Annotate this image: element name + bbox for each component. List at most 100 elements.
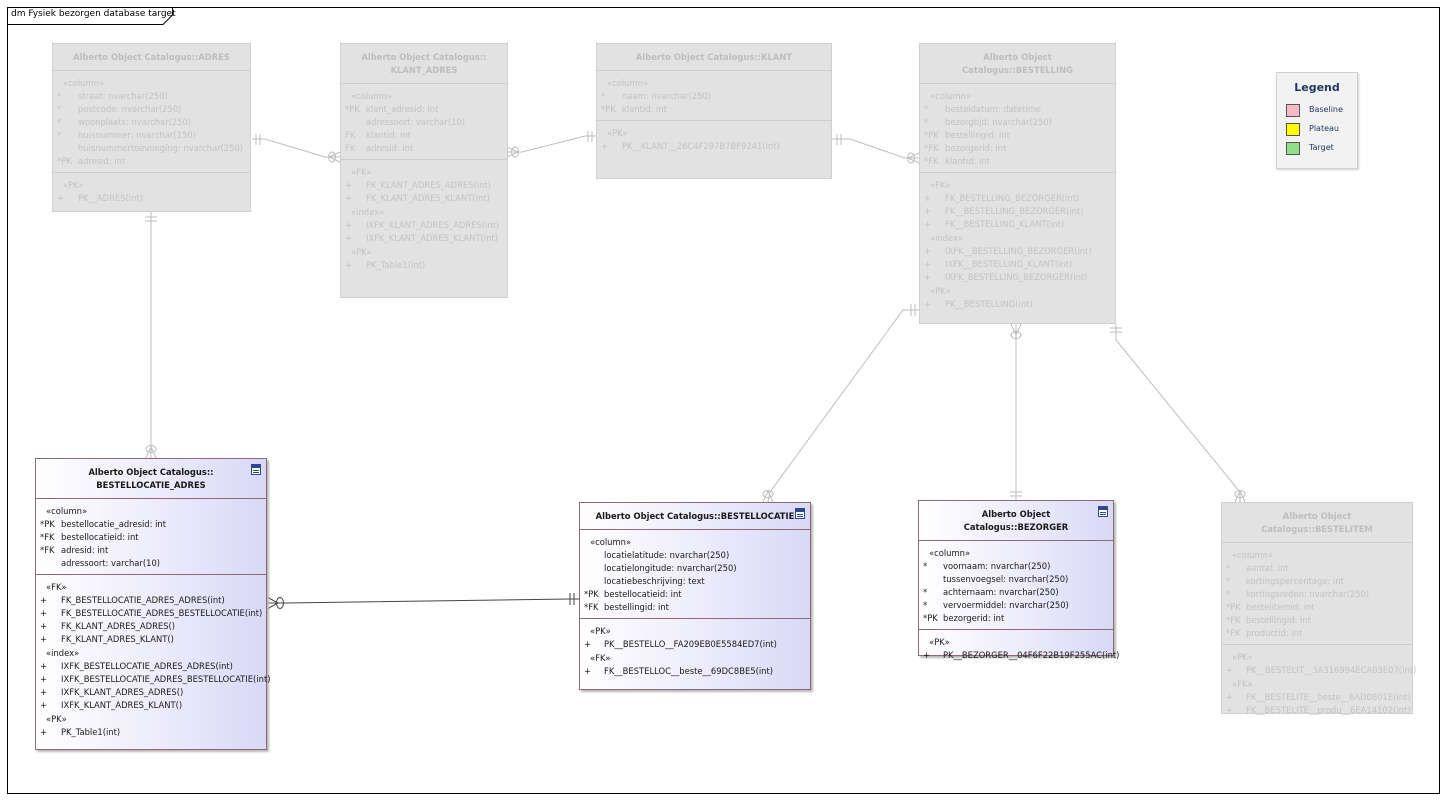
attribute-prefix: *FK	[40, 545, 55, 555]
connector-bestelling-bestelitem[interactable]	[1110, 324, 1246, 503]
attribute-prefix: *PK	[345, 104, 360, 114]
attribute-text: PK_Table1(int)	[61, 727, 121, 737]
attribute-prefix: +	[345, 193, 353, 203]
attribute-row: *postcode: nvarchar(250)	[53, 103, 250, 116]
attribute-text: bestellocatieid: int	[61, 532, 139, 542]
attribute-row: huisnummertoevoeging: nvarchar(250)	[53, 142, 250, 155]
attribute-row: +IXFK_BESTELLING_BEZORGER(int)	[920, 271, 1115, 284]
attribute-row: *besteldatum: datetime	[920, 103, 1115, 116]
attribute-text: klantid: int	[945, 156, 990, 166]
attribute-prefix: +	[40, 727, 48, 737]
attribute-prefix: *	[924, 104, 929, 114]
pk-fk-section: «PK» +PK__BESTELIT__3A316994ECA03E07(int…	[1222, 644, 1416, 721]
legend-swatch	[1286, 104, 1300, 117]
attribute-row: +PK__BESTELLO__FA209EB0E5584ED7(int)	[580, 638, 810, 651]
attribute-prefix: *PK	[584, 589, 599, 599]
attribute-text: bestellingid: int	[1246, 615, 1311, 625]
entity-adres[interactable]: Alberto Object Catalogus::ADRES «column»…	[52, 43, 251, 212]
attribute-row: *bezorgtijd: nvarchar(250)	[920, 116, 1115, 129]
entity-bestelling[interactable]: Alberto Object Catalogus::BESTELLING «co…	[919, 43, 1116, 324]
attribute-text: FK__BESTELLOC__beste__69DC8BE5(int)	[604, 666, 774, 676]
attribute-prefix: *PK	[924, 130, 939, 140]
attribute-row: +FK_KLANT_ADRES_ADRES()	[36, 620, 266, 633]
attribute-row: +IXFK__BESTELLING_BEZORGER(int)	[920, 245, 1115, 258]
columns-section: «column» *straat: nvarchar(250)*postcode…	[53, 71, 250, 172]
attribute-prefix: *	[924, 117, 929, 127]
attribute-prefix: *	[923, 600, 928, 610]
attribute-prefix: FK	[345, 130, 356, 140]
connector-bestellocatie-adres-bestellocatie[interactable]	[266, 593, 579, 610]
legend: Legend Baseline Plateau Target	[1276, 72, 1358, 169]
attribute-prefix: +	[345, 233, 353, 243]
attribute-row: *FK bestellingid: int	[1222, 614, 1412, 627]
attribute-prefix: +	[924, 299, 932, 309]
entity-bestellocatie[interactable]: Alberto Object Catalogus::BESTELLOCATIE …	[579, 502, 811, 690]
attribute-row: +IXFK_KLANT_ADRES_KLANT(int)	[341, 232, 507, 245]
attribute-text: adressoort: varchar(10)	[61, 558, 161, 568]
pk-stereotype: «PK»	[590, 626, 611, 636]
attribute-prefix: *PK	[40, 519, 55, 529]
attribute-row: FK klantid: int	[341, 129, 507, 142]
attribute-row: *voornaam: nvarchar(250)	[919, 560, 1113, 573]
pk-section: «PK» +PK__ADRES(int)	[53, 172, 250, 209]
attribute-text: productid: int	[1246, 628, 1303, 638]
attribute-text: FK__BESTELITE__produ__6EA14102(int)	[1246, 705, 1411, 715]
attribute-row: +FK__BESTELITE__produ__6EA14102(int)	[1222, 704, 1412, 717]
attribute-row: *kortingsreden: nvarchar(250)	[1222, 588, 1412, 601]
attribute-text: huisnummer: nvarchar(150)	[78, 130, 196, 140]
pk-section: «PK» +PK__KLANT__26C4F297B7BF9241(int)	[597, 120, 831, 157]
attribute-text: aantal: int	[1246, 563, 1289, 573]
attribute-prefix: +	[57, 193, 65, 203]
attribute-prefix: *FK	[1226, 615, 1241, 625]
attribute-prefix: *FK	[1226, 628, 1241, 638]
attribute-prefix: +	[923, 650, 931, 660]
attribute-text: IXFK__BESTELLING_BEZORGER(int)	[945, 246, 1092, 256]
connector-adres-klant-adres[interactable]	[252, 134, 341, 163]
attribute-row: + PK_Table1(int)	[36, 726, 266, 739]
entity-bestelitem[interactable]: Alberto Object Catalogus::BESTELITEM «co…	[1221, 502, 1416, 715]
attribute-text: adressoort: varchar(10)	[366, 117, 466, 127]
attribute-text: IXFK_BESTELLOCATIE_ADRES_ADRES(int)	[61, 661, 233, 671]
entity-klant-adres[interactable]: Alberto Object Catalogus:: KLANT_ADRES «…	[340, 43, 508, 298]
attribute-prefix: *	[1226, 589, 1231, 599]
entity-bezorger[interactable]: Alberto Object Catalogus::BEZORGER «colu…	[918, 500, 1119, 660]
connector-bestelling-bestellocatie[interactable]	[762, 304, 919, 503]
attribute-prefix: *FK	[40, 532, 55, 542]
connector-adres-bestellocatie-adres[interactable]	[145, 212, 157, 459]
connector-klant-bestelling[interactable]	[832, 134, 920, 164]
attribute-text: FK_BESTELLOCATIE_ADRES_ADRES(int)	[61, 595, 225, 605]
attribute-prefix: *FK	[924, 156, 939, 166]
index-stereotype: «index»	[46, 648, 80, 658]
attribute-row: tussenvoegsel: nvarchar(250)	[919, 573, 1113, 586]
attribute-text: achternaam: nvarchar(250)	[943, 587, 1059, 597]
attribute-text: voornaam: nvarchar(250)	[943, 561, 1051, 571]
attribute-text: klantid: int	[366, 130, 411, 140]
entity-bestellocatie-adres[interactable]: Alberto Object Catalogus:: BESTELLOCATIE…	[35, 458, 271, 750]
fk-stereotype: «FK»	[590, 653, 611, 663]
attribute-prefix: *PK	[601, 104, 616, 114]
attribute-text: IXFK_BESTELLING_BEZORGER(int)	[945, 272, 1088, 282]
attribute-text: IXFK__BESTELLING_KLANT(int)	[945, 259, 1073, 269]
entity-klant[interactable]: Alberto Object Catalogus::KLANT «column»…	[596, 43, 832, 179]
attribute-row: +FK__BESTELLING_BEZORGER(int)	[920, 205, 1115, 218]
attribute-prefix: +	[40, 608, 48, 618]
attribute-text: adresid: int	[78, 156, 126, 166]
entity-title: Alberto Object Catalogus::KLANT	[597, 44, 831, 71]
attribute-row: +PK_Table1(int)	[341, 259, 507, 272]
attribute-row: *FK bestellocatieid: int	[36, 531, 266, 544]
columns-section: «column» *aantal: int*kortingspercentage…	[1222, 543, 1412, 644]
connector-bestelling-bezorger[interactable]	[1010, 323, 1022, 500]
attribute-prefix: *	[601, 91, 606, 101]
columns-stereotype: «column»	[1232, 550, 1274, 560]
attribute-prefix: *	[57, 117, 62, 127]
connector-klant-adres-klant[interactable]	[506, 131, 596, 158]
columns-stereotype: «column»	[46, 506, 88, 516]
attribute-prefix: +	[40, 621, 48, 631]
